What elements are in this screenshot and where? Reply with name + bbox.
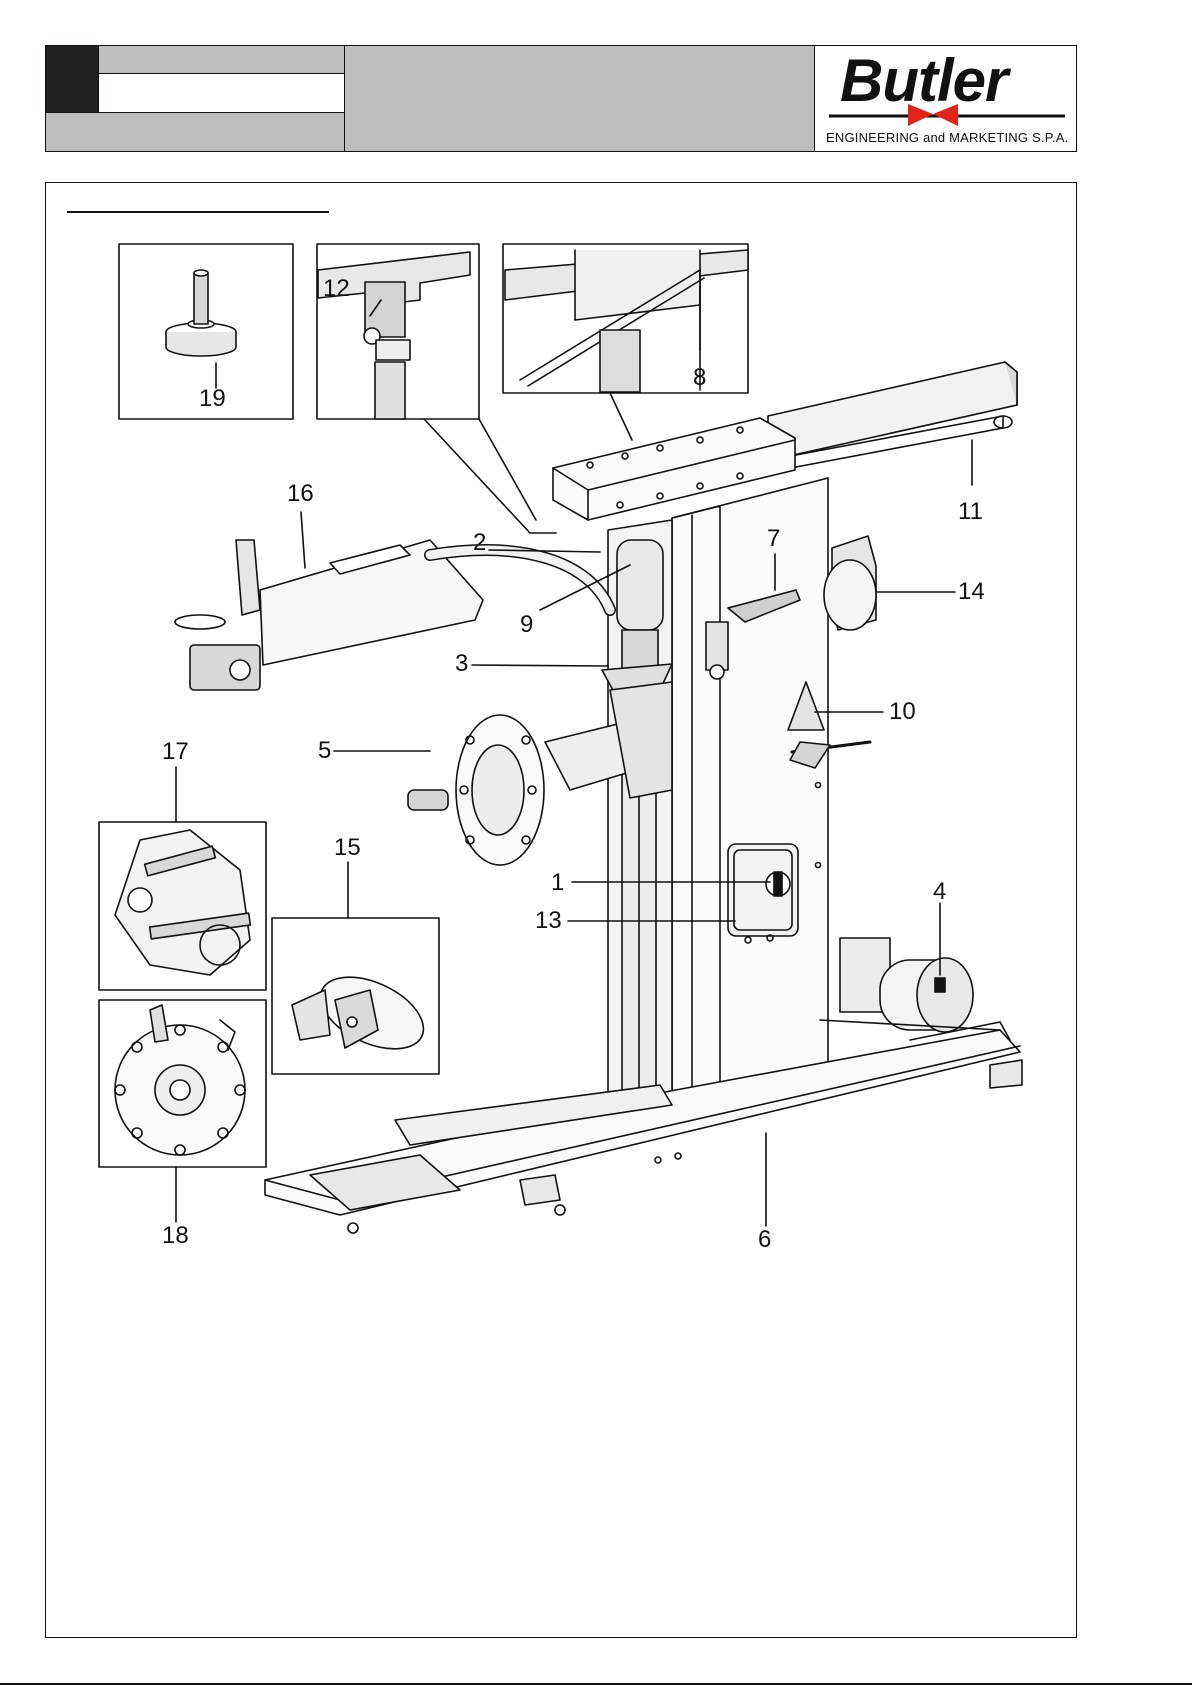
callout-6: 6: [758, 1228, 771, 1252]
callout-17: 17: [162, 740, 189, 764]
callout-4: 4: [933, 880, 946, 904]
adapter-detail: [292, 963, 435, 1064]
flange-detail: [115, 1005, 245, 1155]
callout-1: 1: [551, 871, 564, 895]
callout-11: 11: [958, 500, 983, 524]
side-motor: [824, 536, 876, 630]
tool-arm: [175, 540, 610, 690]
callout-8: 8: [693, 366, 706, 390]
callout-19: 19: [199, 387, 226, 411]
upper-beam: [768, 362, 1017, 470]
callout-2: 2: [473, 531, 486, 555]
callout-7: 7: [767, 527, 780, 551]
callout-3: 3: [455, 652, 468, 676]
pin-detail: [166, 270, 236, 356]
callout-9: 9: [520, 613, 533, 637]
callout-10: 10: [889, 700, 916, 724]
callout-15: 15: [334, 836, 361, 860]
callout-16: 16: [287, 482, 314, 506]
main-column: [672, 478, 828, 1120]
callout-13: 13: [535, 909, 562, 933]
spider-clamp-detail: [115, 830, 250, 975]
frame-detail: [505, 250, 748, 392]
callout-12: 12: [323, 277, 350, 301]
callout-5: 5: [318, 739, 331, 763]
callout-14: 14: [958, 580, 985, 604]
control-box: [728, 844, 798, 943]
hydraulic-unit: [840, 938, 973, 1032]
callout-18: 18: [162, 1224, 189, 1248]
